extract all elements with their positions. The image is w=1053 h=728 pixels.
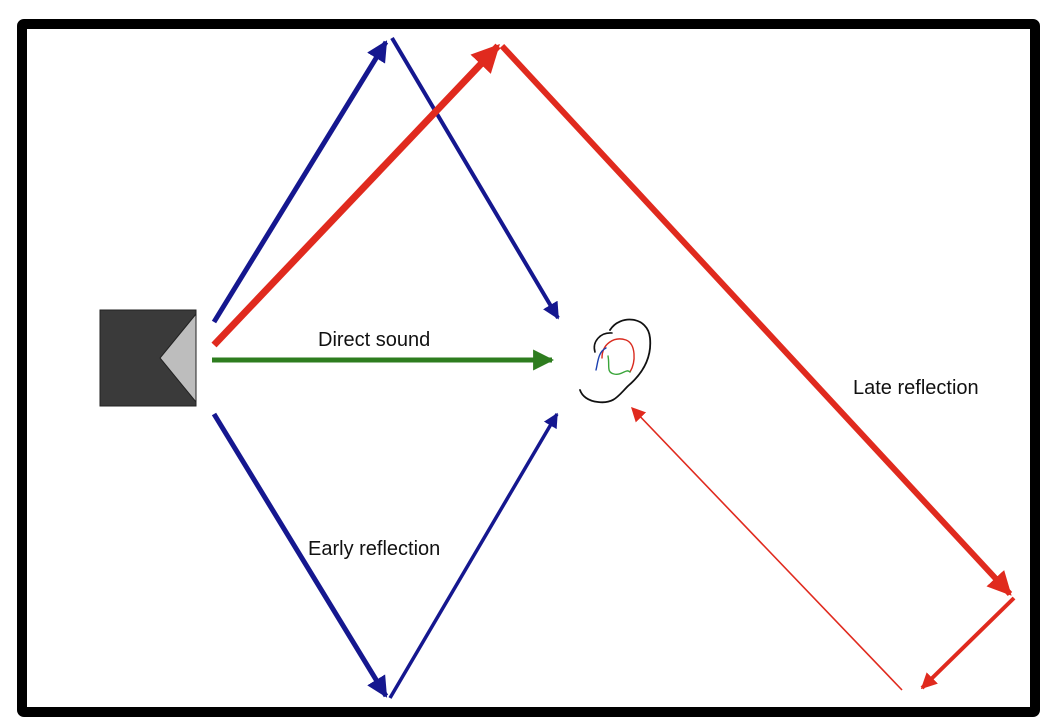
late-reflection-label: Late reflection xyxy=(853,377,979,399)
late-reflection-segment-1 xyxy=(211,43,501,348)
early-reflection-up-reflected xyxy=(390,36,560,320)
early-reflection-up-incident xyxy=(211,40,389,324)
late-reflection-segment-3 xyxy=(920,596,1016,690)
direct-sound-label: Direct sound xyxy=(318,329,431,351)
late-reflection-segment-2 xyxy=(499,43,1013,597)
early-reflection-paths xyxy=(211,36,560,699)
early-reflection-down-reflected xyxy=(388,412,559,699)
loudspeaker-icon xyxy=(99,309,197,407)
early-reflection-label: Early reflection xyxy=(308,538,441,560)
late-reflection-path xyxy=(211,43,1016,691)
late-reflection-segment-4 xyxy=(631,406,903,691)
room-frame xyxy=(17,19,1040,717)
early-reflection-down-incident xyxy=(211,412,389,698)
ear-icon xyxy=(579,318,652,404)
